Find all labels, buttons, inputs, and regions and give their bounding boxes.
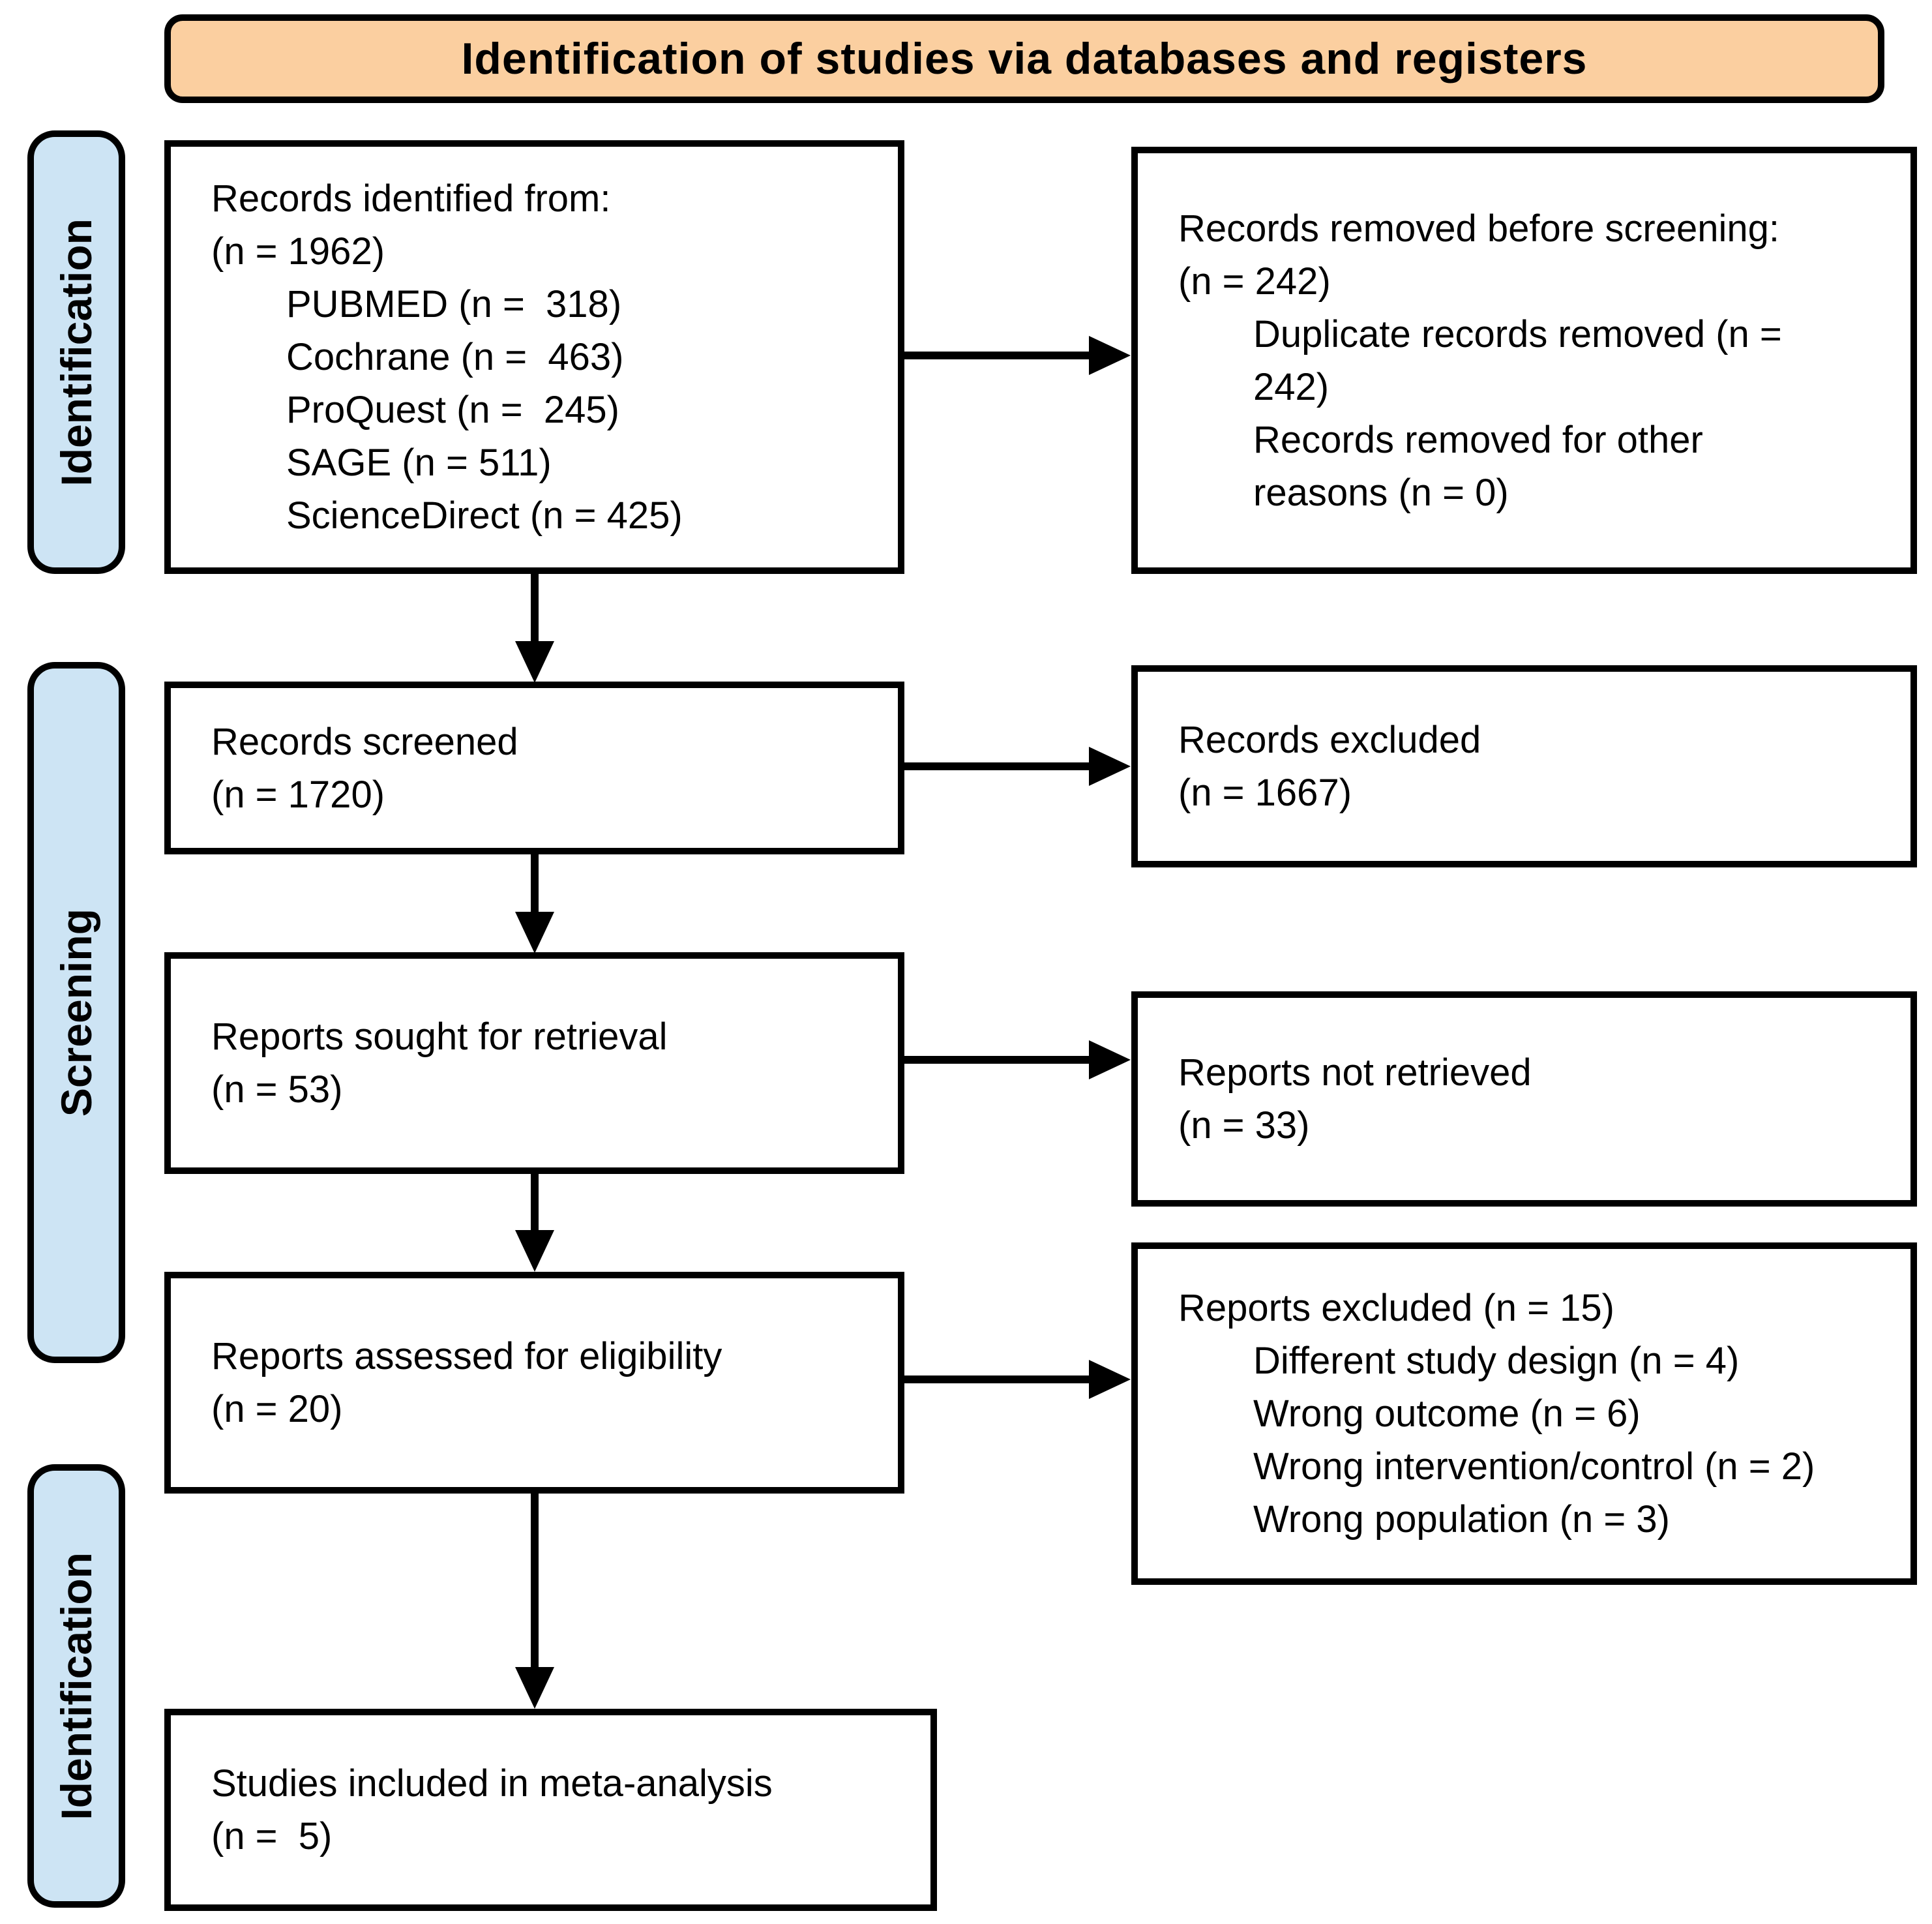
banner: Identification of studies via databases … <box>164 14 1884 103</box>
arrow-screened-to-sought <box>531 854 539 914</box>
arrowhead-right-icon <box>1089 1040 1131 1079</box>
stage-tab-label: Identification <box>52 1552 100 1820</box>
reports-sought-box: Reports sought for retrieval (n = 53) <box>164 952 904 1174</box>
box-line: 242) <box>1253 365 1330 408</box>
box-line: (n = 1667) <box>1178 772 1352 814</box>
reports-excluded-box: Reports excluded (n = 15) Different stud… <box>1131 1242 1917 1585</box>
box-line: (n = 1720) <box>211 773 385 816</box>
stage-tab-identification-bottom: Identification <box>27 1464 125 1908</box>
banner-title: Identification of studies via databases … <box>461 34 1588 83</box>
box-line: Duplicate records removed (n = <box>1253 312 1782 355</box>
box-line: ProQuest (n = 245) <box>286 389 619 431</box>
box-line: Records removed before screening: <box>1178 207 1780 250</box>
stage-tab-label: Identification <box>52 218 100 487</box>
arrow-identified-to-removed <box>904 352 1090 359</box>
records-excluded-box: Records excluded (n = 1667) <box>1131 665 1917 867</box>
reports-not-retrieved-box: Reports not retrieved (n = 33) <box>1131 991 1917 1207</box>
box-line: ScienceDirect (n = 425) <box>286 494 683 537</box>
arrowhead-down-icon <box>515 1667 554 1709</box>
arrowhead-down-icon <box>515 912 554 954</box>
box-line: (n = 1962) <box>211 230 385 273</box>
box-line: Wrong intervention/control (n = 2) <box>1253 1445 1815 1488</box>
arrowhead-right-icon <box>1089 1360 1131 1399</box>
box-line: Reports not retrieved <box>1178 1051 1532 1094</box>
box-line: (n = 33) <box>1178 1104 1310 1147</box>
box-line: reasons (n = 0) <box>1253 471 1509 514</box>
arrowhead-down-icon <box>515 641 554 683</box>
box-line: (n = 20) <box>211 1388 343 1430</box>
records-screened-box: Records screened (n = 1720) <box>164 682 904 854</box>
box-line: SAGE (n = 511) <box>286 442 552 484</box>
box-line: PUBMED (n = 318) <box>286 283 622 325</box>
box-line: Records screened <box>211 720 518 763</box>
box-line: (n = 53) <box>211 1068 343 1111</box>
arrow-identified-to-screened <box>531 574 539 644</box>
arrowhead-right-icon <box>1089 747 1131 786</box>
box-line: Records identified from: <box>211 177 611 220</box>
box-line: Records excluded <box>1178 719 1481 761</box>
reports-assessed-box: Reports assessed for eligibility (n = 20… <box>164 1272 904 1494</box>
box-line: Reports sought for retrieval <box>211 1015 668 1058</box>
box-line: (n = 242) <box>1178 260 1331 303</box>
box-line: Reports excluded (n = 15) <box>1178 1287 1614 1329</box>
arrow-screened-to-excluded <box>904 762 1090 770</box>
box-line: Records removed for other <box>1253 418 1703 461</box>
arrowhead-down-icon <box>515 1230 554 1272</box>
arrow-assessed-to-reports-excluded <box>904 1375 1090 1383</box>
records-identified-box: Records identified from: (n = 1962) PUBM… <box>164 140 904 574</box>
box-line: Cochrane (n = 463) <box>286 336 624 378</box>
records-removed-box: Records removed before screening: (n = 2… <box>1131 147 1917 574</box>
box-line: Reports assessed for eligibility <box>211 1335 722 1377</box>
box-line: Studies included in meta-analysis <box>211 1762 773 1805</box>
arrow-assessed-to-included <box>531 1494 539 1668</box>
box-line: Different study design (n = 4) <box>1253 1340 1740 1382</box>
box-line: (n = 5) <box>211 1815 333 1857</box>
box-line: Wrong outcome (n = 6) <box>1253 1392 1641 1435</box>
studies-included-box: Studies included in meta-analysis (n = 5… <box>164 1709 937 1911</box>
stage-tab-identification-top: Identification <box>27 130 125 574</box>
box-line: Wrong population (n = 3) <box>1253 1498 1670 1541</box>
stage-tab-screening: Screening <box>27 662 125 1363</box>
stage-tab-label: Screening <box>52 908 100 1117</box>
arrowhead-right-icon <box>1089 336 1131 375</box>
arrow-sought-to-not-retrieved <box>904 1056 1090 1064</box>
arrow-sought-to-assessed <box>531 1174 539 1231</box>
